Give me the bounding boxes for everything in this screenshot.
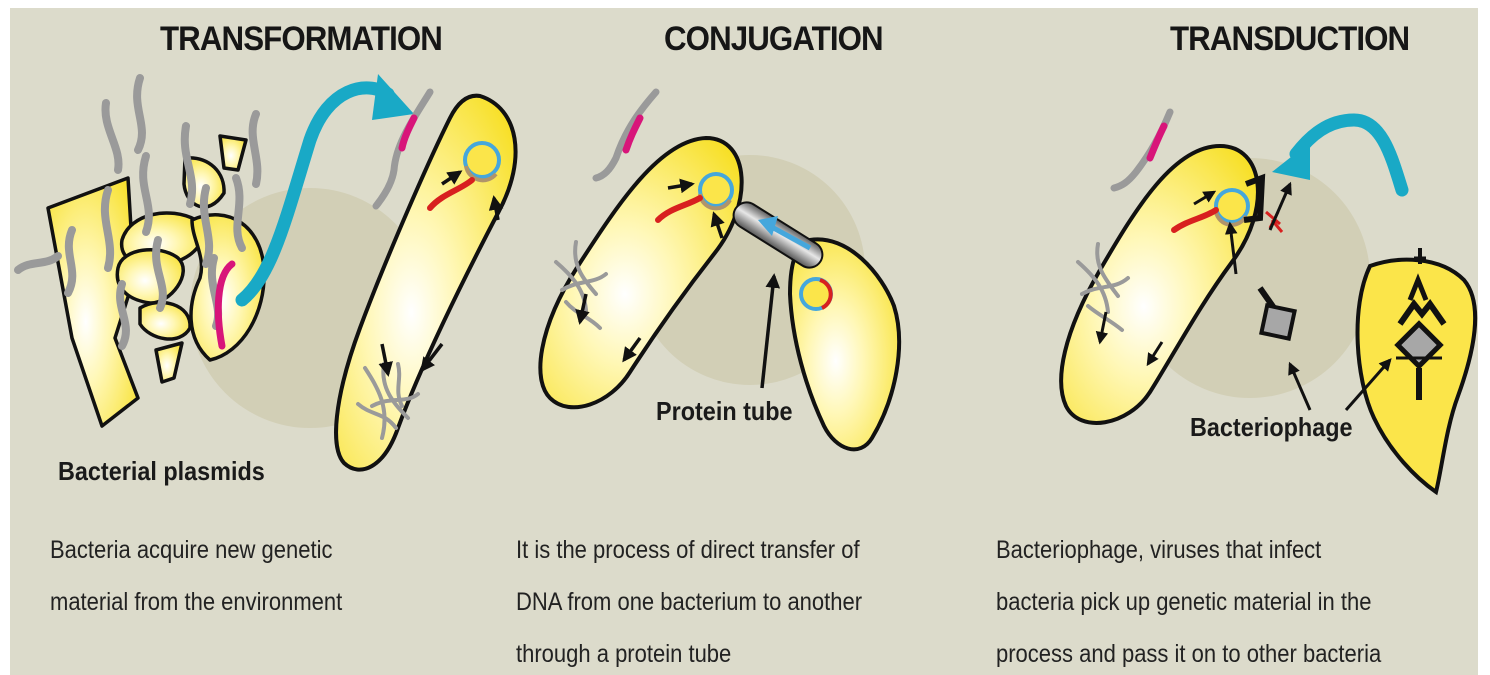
recipient-cell xyxy=(790,239,899,449)
description-line: process and pass it on to other bacteria xyxy=(996,628,1381,675)
transduction-description: Bacteriophage, viruses that infect bacte… xyxy=(996,524,1381,675)
conjugation-description: It is the process of direct transfer of … xyxy=(516,524,862,675)
bacterial-plasmids-label: Bacterial plasmids xyxy=(58,456,265,487)
transfer-arrow-head xyxy=(372,74,414,120)
description-line: bacteria pick up genetic material in the xyxy=(996,576,1381,628)
bacteriophage-label: Bacteriophage xyxy=(1190,412,1353,443)
transformation-illustration xyxy=(18,74,516,470)
transduction-title: TRANSDUCTION xyxy=(1170,20,1409,59)
description-line: Bacteriophage, viruses that infect xyxy=(996,524,1381,576)
description-line: material from the environment xyxy=(50,576,342,628)
diagram-canvas: TRANSFORMATION CONJUGATION TRANSDUCTION … xyxy=(10,8,1478,675)
description-line: DNA from one bacterium to another xyxy=(516,576,862,628)
free-dna xyxy=(596,92,656,178)
description-line: It is the process of direct transfer of xyxy=(516,524,862,576)
transformation-title: TRANSFORMATION xyxy=(160,20,442,59)
conjugation-title: CONJUGATION xyxy=(664,20,883,59)
transformation-description: Bacteria acquire new genetic material fr… xyxy=(50,524,342,628)
protein-tube-label: Protein tube xyxy=(656,396,793,427)
incoming-gene xyxy=(402,118,414,148)
description-line: Bacteria acquire new genetic xyxy=(50,524,342,576)
description-line: through a protein tube xyxy=(516,628,862,675)
